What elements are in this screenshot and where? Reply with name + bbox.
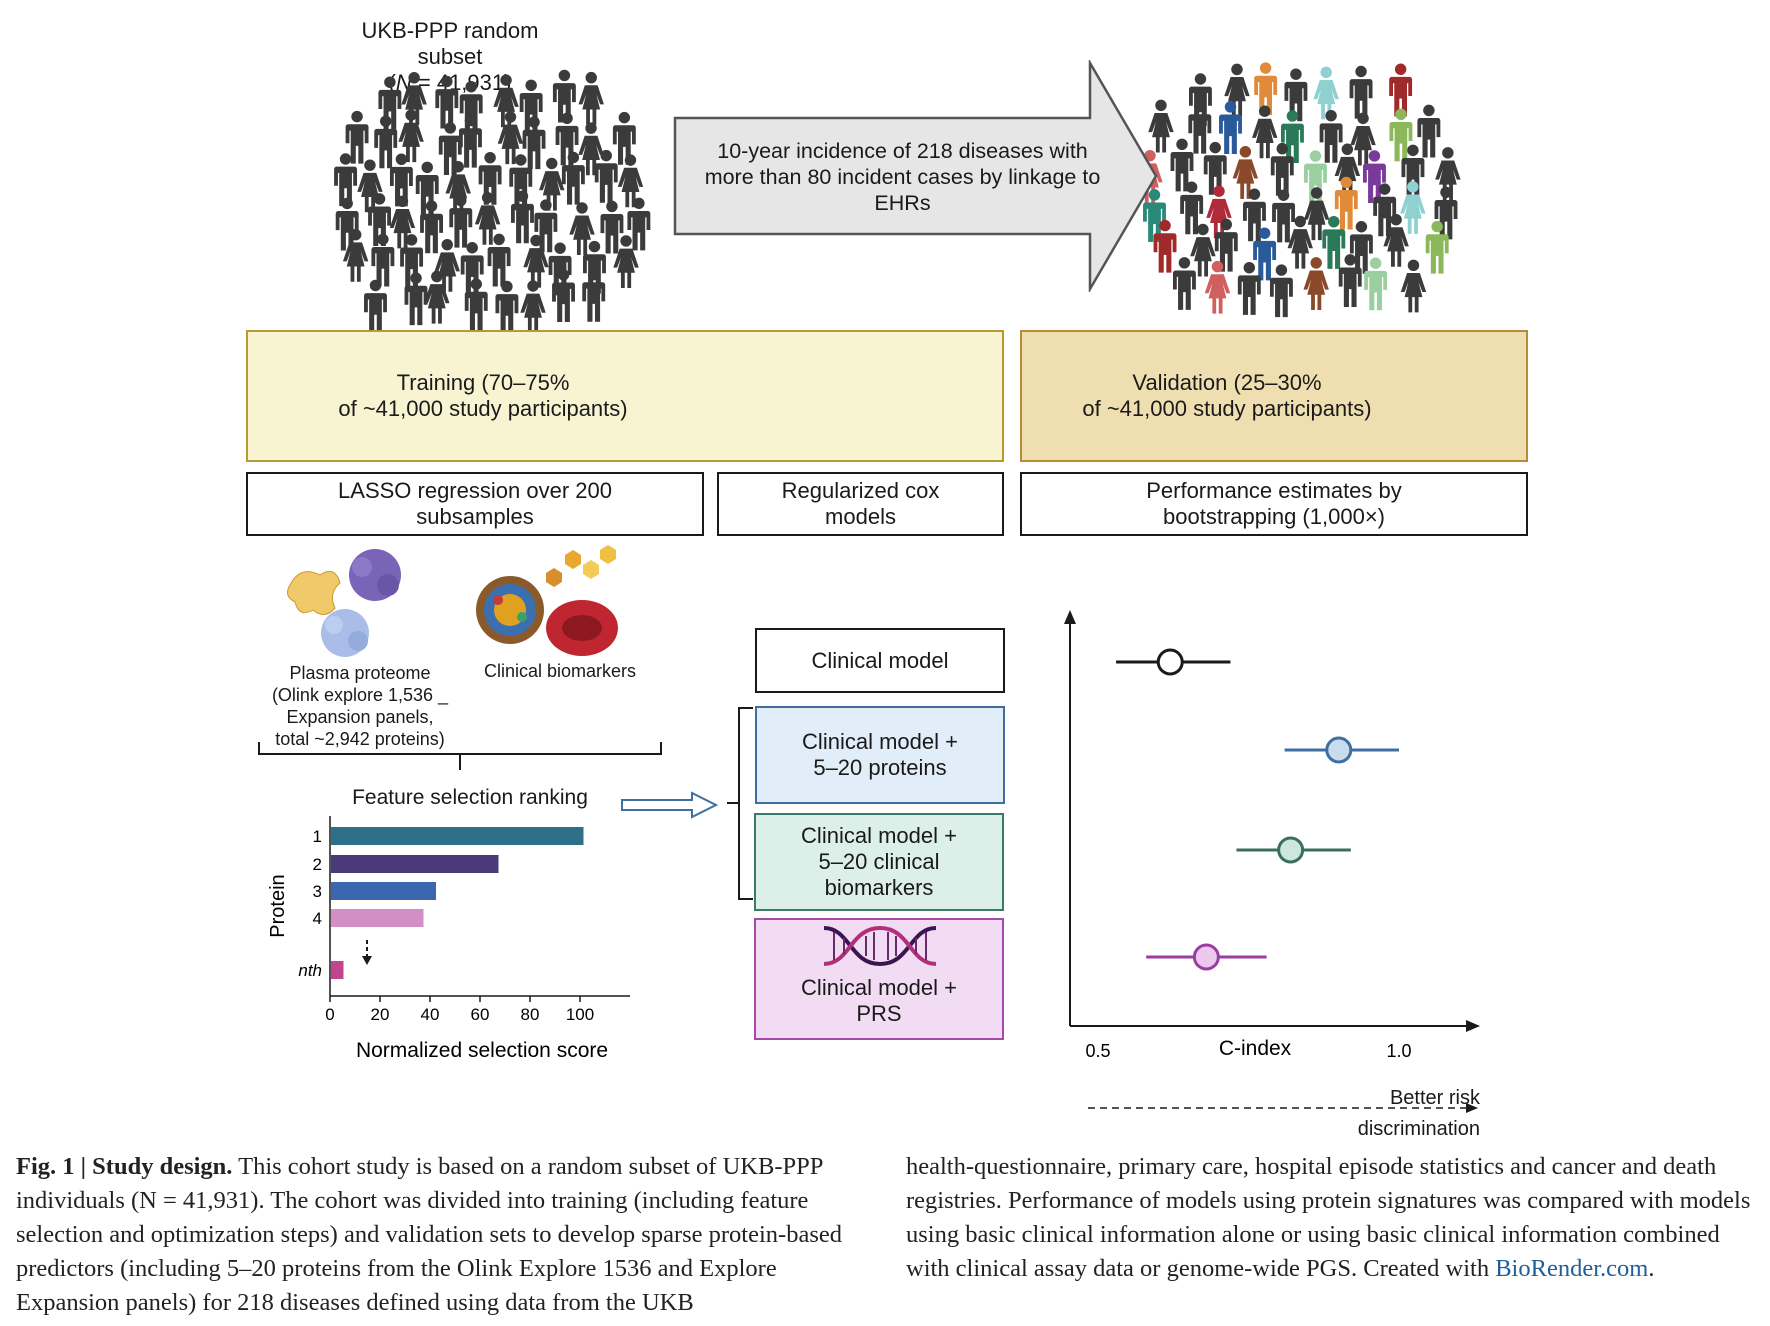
person-icon xyxy=(1417,104,1441,158)
bar-xtick-label: 0 xyxy=(325,1005,334,1024)
person-icon xyxy=(1204,260,1231,314)
bar-category-label: 1 xyxy=(313,827,322,846)
down-arrow-icon xyxy=(362,940,372,965)
better-discrimination-note: Better risk discrimination xyxy=(1357,1087,1480,1140)
better-arrow-head xyxy=(1466,1103,1478,1113)
model-clinical-proteins: Clinical model + 5–20 proteins xyxy=(755,706,1005,804)
person-icon xyxy=(1349,65,1373,119)
bar-xtick-label: 100 xyxy=(566,1005,594,1024)
person-icon xyxy=(1203,141,1227,195)
bar xyxy=(331,855,499,873)
feature-ranking-title: Feature selection ranking xyxy=(352,786,588,809)
person-icon xyxy=(1269,264,1293,318)
bar-xtick-label: 40 xyxy=(421,1005,440,1024)
biomarkers-label: Clinical biomarkers xyxy=(483,661,637,681)
person-icon xyxy=(1425,220,1449,274)
incidence-arrow-text: 10-year incidence of 218 diseases with m… xyxy=(704,139,1101,215)
bootstrap-method-box: Performance estimates by bootstrapping (… xyxy=(1020,472,1528,536)
validation-box: Validation (25–30% of ~41,000 study part… xyxy=(1020,330,1528,462)
ci-point xyxy=(1192,943,1220,971)
model-clinical-biomarkers: Clinical model + 5–20 clinical biomarker… xyxy=(754,813,1004,911)
person-icon xyxy=(1237,261,1261,315)
hollow-arrow-icon xyxy=(621,791,719,819)
person-icon xyxy=(582,268,606,322)
person-icon xyxy=(1400,181,1426,234)
person-icon xyxy=(600,200,624,254)
bar-y-label: Protein xyxy=(267,874,289,937)
feature-ranking-chart: 1 2 3 4 nth 0 20 40 60 80 100 Protein Normalized … xyxy=(267,816,630,1062)
person-icon xyxy=(1252,105,1278,159)
bar xyxy=(331,882,436,900)
c-index-chart: 0.5 1.0 C-index xyxy=(1064,610,1480,1113)
person-icon xyxy=(495,280,519,334)
person-icon xyxy=(1188,100,1212,154)
person-icon xyxy=(1389,63,1413,117)
person-icon xyxy=(578,71,604,125)
forest-xtick-1.0: 1.0 xyxy=(1386,1041,1411,1061)
ci-point xyxy=(1277,836,1305,864)
bar-xtick-label: 20 xyxy=(371,1005,390,1024)
caption-left: Fig. 1 | Study design. This cohort study… xyxy=(16,1153,842,1316)
bar-category-label: 3 xyxy=(313,882,322,901)
person-icon xyxy=(520,280,546,334)
ci-point xyxy=(1325,736,1353,764)
person-icon xyxy=(1349,221,1373,274)
person-icon xyxy=(1172,257,1196,310)
bar-xtick-label: 60 xyxy=(471,1005,490,1024)
bar-category-label: nth xyxy=(298,961,322,980)
bar-xtick-label: 80 xyxy=(521,1005,540,1024)
person-icon xyxy=(458,114,482,168)
protein-structures-icon xyxy=(286,549,401,657)
model-clinical: Clinical model xyxy=(755,628,1005,693)
dna-helix-icon xyxy=(823,925,937,967)
forest-x-label: C-index xyxy=(1219,1037,1292,1060)
forest-x-arrowhead xyxy=(1466,1020,1480,1032)
bar xyxy=(331,909,424,927)
training-label: Training (70–75% of ~41,000 study partic… xyxy=(338,370,628,421)
disease-crowd xyxy=(1137,62,1461,318)
lasso-method-box: LASSO regression over 200 subsamples xyxy=(246,472,704,536)
cohort-crowd xyxy=(334,69,651,334)
caption-right: health-questionnaire, primary care, hosp… xyxy=(906,1153,1751,1282)
person-icon xyxy=(342,228,369,282)
bar xyxy=(331,827,584,845)
inputs-illustration xyxy=(286,545,618,657)
person-icon xyxy=(1303,257,1329,310)
inputs-bracket xyxy=(258,742,662,770)
person-icon xyxy=(1313,66,1339,120)
bar-x-label: Normalized selection score xyxy=(356,1039,608,1062)
cox-method-box: Regularized cox models xyxy=(717,472,1004,536)
validation-label: Validation (25–30% of ~41,000 study part… xyxy=(1082,370,1372,421)
model-clinical-prs: Clinical model + PRS xyxy=(754,918,1004,1040)
person-icon xyxy=(445,161,471,214)
person-icon xyxy=(1272,189,1295,243)
bar-category-label: 2 xyxy=(313,855,322,874)
forest-xtick-0.5: 0.5 xyxy=(1085,1041,1110,1061)
person-icon xyxy=(449,194,473,248)
forest-y-arrowhead xyxy=(1064,610,1076,624)
biomarker-cells-icon xyxy=(476,545,618,656)
bar xyxy=(331,961,344,979)
cohort-title: UKB-PPP random subset (N = 41,931) xyxy=(361,18,539,95)
proteome-label: Plasma proteome (Olink explore 1,536 _ E… xyxy=(271,663,449,749)
person-icon xyxy=(1400,259,1427,313)
ci-point xyxy=(1156,648,1184,676)
model-bracket xyxy=(727,707,753,900)
incidence-arrow xyxy=(673,60,1158,292)
person-icon xyxy=(435,75,459,129)
bar-category-label: 4 xyxy=(313,909,322,928)
person-icon xyxy=(364,279,387,333)
person-icon xyxy=(1334,143,1361,197)
biorender-link[interactable]: BioRender.com xyxy=(1495,1255,1649,1282)
training-box: Training (70–75% of ~41,000 study partic… xyxy=(246,330,1004,462)
